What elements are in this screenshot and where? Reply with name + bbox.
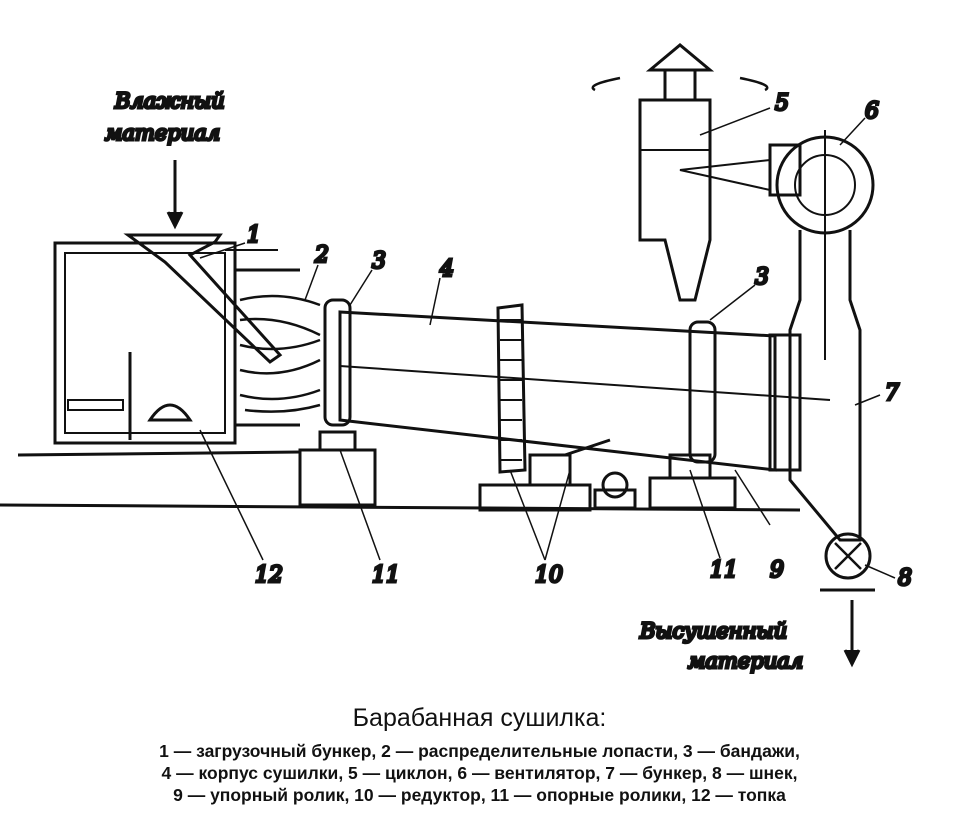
callout-7: 7 [885, 381, 899, 406]
input-arrow [166, 160, 184, 230]
distribution-blades [239, 294, 321, 413]
legend-line-2: 4 — корпус сушилки, 5 — циклон, 6 — вент… [161, 763, 798, 783]
callout-4: 4 [439, 257, 454, 282]
callout-3b: 3 [755, 265, 769, 290]
girth-gear [496, 303, 527, 474]
callout-8: 8 [898, 566, 912, 591]
drum-dryer-diagram: Влажный материал Высушенный материал 1 2… [0, 43, 914, 675]
auger [820, 532, 875, 592]
callout-11b: 11 [710, 558, 738, 583]
support-rollers [298, 430, 737, 510]
bunker [788, 230, 862, 542]
callout-11: 11 [372, 563, 400, 588]
callout-12: 12 [255, 563, 283, 588]
dryer-drum [323, 298, 831, 472]
callout-2: 2 [314, 243, 329, 268]
output-label-line1: Высушенный [639, 619, 787, 643]
input-label-line2: материал [105, 121, 220, 145]
furnace [53, 241, 300, 445]
callout-5: 5 [775, 91, 789, 116]
output-arrow [843, 600, 861, 668]
callout-10: 10 [535, 563, 563, 588]
legend-line-1: 1 — загрузочный бункер, 2 — распределите… [159, 741, 800, 761]
legend-line-3: 9 — упорный ролик, 10 — редуктор, 11 — о… [173, 785, 786, 805]
ground-line [17, 450, 301, 457]
callout-6: 6 [865, 99, 879, 124]
callout-9: 9 [770, 558, 784, 583]
reducer [478, 438, 637, 512]
loading-hopper [123, 233, 283, 364]
cyclone [591, 43, 771, 302]
output-label-line2: материал [688, 649, 803, 673]
fan [768, 130, 875, 360]
leader-lines [199, 107, 896, 579]
callout-1: 1 [247, 223, 261, 248]
callout-3: 3 [372, 249, 386, 274]
figure-title: Барабанная сушилка: [352, 704, 607, 732]
input-label-line1: Влажный [114, 89, 225, 113]
